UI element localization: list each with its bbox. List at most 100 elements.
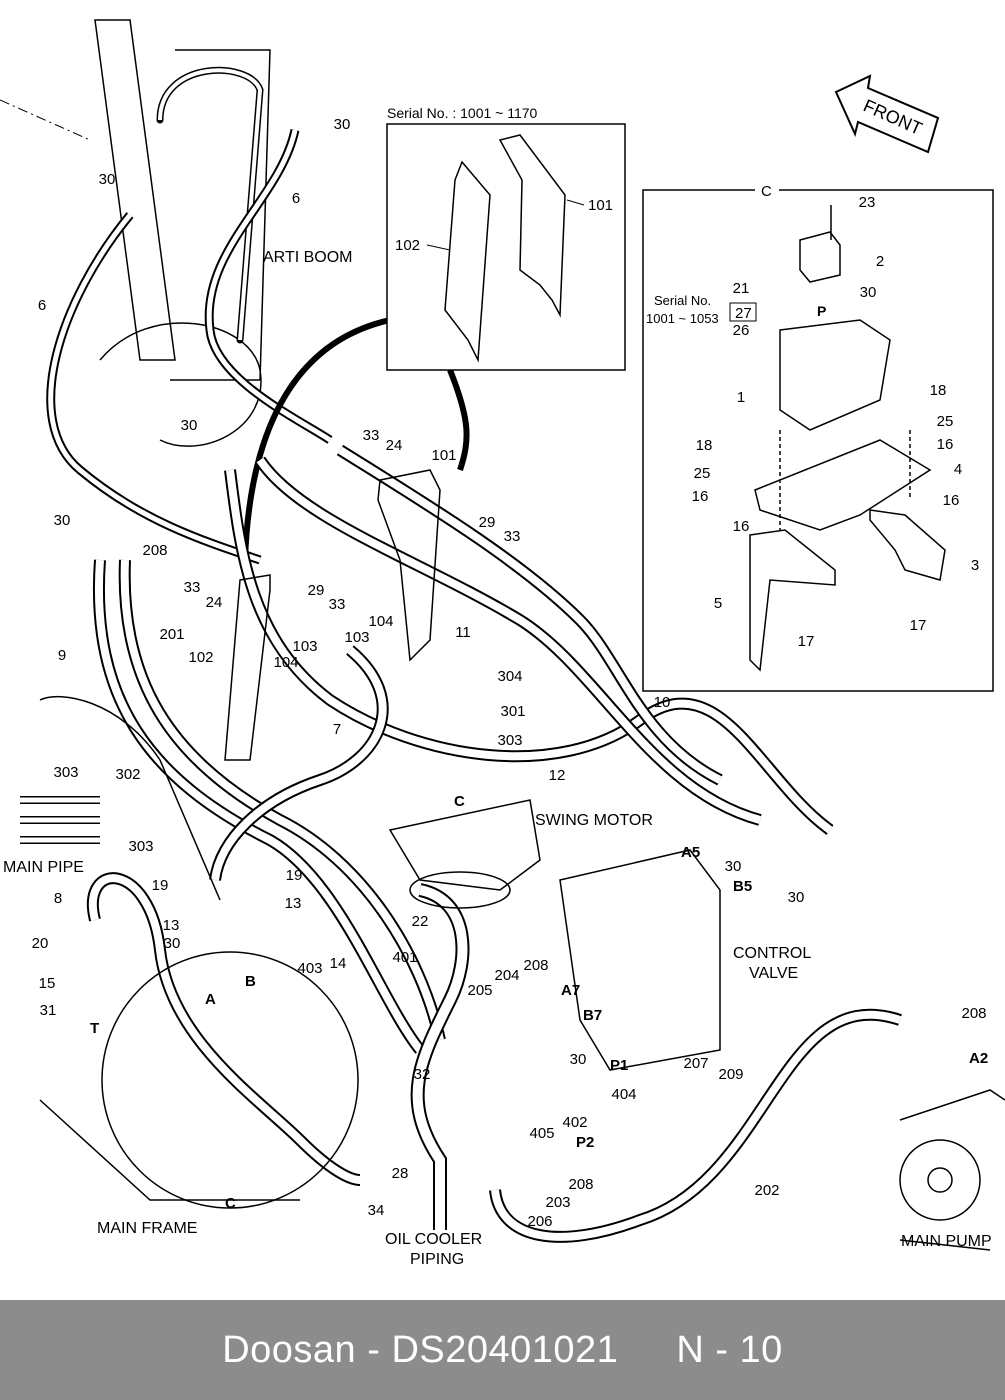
callout-28: 28 [392,1165,409,1182]
callout-5: 5 [714,595,722,612]
callout-16: 16 [943,492,960,509]
callout-10: 10 [654,694,671,711]
callout-14: 14 [330,955,347,972]
callout-19: 19 [152,877,169,894]
label-main-pipe: MAIN PIPE [3,859,84,876]
callout-29: 29 [308,582,325,599]
callout-3: 3 [971,557,979,574]
footer-page: N - 10 [676,1328,783,1371]
port-p1: P1 [610,1057,628,1074]
callout-17: 17 [910,617,927,634]
serial-inset-box [386,123,626,371]
callout-33: 33 [504,528,521,545]
callout-16: 16 [733,518,750,535]
callout-8: 8 [54,890,62,907]
callout-104: 104 [368,613,393,630]
callout-33: 33 [363,427,380,444]
hose-lines [0,19,1005,1251]
inset-brackets [444,134,566,363]
callout-11: 11 [455,624,471,641]
port-p2: P2 [576,1134,594,1151]
callout-205: 205 [467,982,492,999]
callout-26: 26 [733,322,750,339]
callout-20: 20 [32,935,49,952]
callout-202: 202 [754,1182,779,1199]
callout-303: 303 [128,838,153,855]
callout-16: 16 [937,436,954,453]
callout-24: 24 [206,594,223,611]
callout-21: 21 [733,280,750,297]
callout-301: 301 [500,703,525,720]
callout-204: 204 [494,967,519,984]
port-t: T [90,1020,99,1037]
footer-brand-part: Doosan - DS20401021 [222,1328,619,1371]
callout-103: 103 [292,638,317,655]
port-c-1: C [454,793,465,810]
callout-30: 30 [788,889,805,906]
front-arrow: FRONT [834,74,940,154]
callout-25: 25 [937,413,954,430]
callout-32: 32 [414,1066,431,1083]
callout-102: 102 [188,649,213,666]
footer-bar: Doosan - DS20401021 N - 10 [0,1300,1005,1400]
callout-31: 31 [40,1002,57,1019]
hydraulic-piping-diagram: Serial No. : 1001 ~ 1170 101 102 C Seria… [0,19,1005,1268]
callout-16: 16 [692,488,709,505]
callout-25: 25 [694,465,711,482]
detail-c-serial-1: Serial No. [654,293,711,308]
callout-208: 208 [142,542,167,559]
callout-104: 104 [273,654,298,671]
callout-209: 209 [718,1066,743,1083]
callout-30: 30 [725,858,742,875]
callout-34: 34 [368,1202,385,1219]
callout-402: 402 [562,1114,587,1131]
serial-part-27: 27 [735,305,752,322]
port-c-2: C [225,1195,236,1212]
label-oil-cooler-2: PIPING [410,1251,464,1268]
inset-part-102: 102 [395,237,420,254]
port-b: B [245,973,256,990]
callout-208: 208 [568,1176,593,1193]
callout-404: 404 [611,1086,636,1103]
callout-13: 13 [285,895,302,912]
callout-13: 13 [163,917,180,934]
label-main-frame: MAIN FRAME [97,1220,197,1237]
label-main-pump: MAIN PUMP [901,1233,992,1250]
callout-30: 30 [570,1051,587,1068]
callout-303: 303 [497,732,522,749]
part-callouts: 3030663030208332492011023324101293329331… [32,116,987,1230]
callout-302: 302 [115,766,140,783]
callout-1: 1 [737,389,745,406]
callout-2: 2 [876,253,884,270]
callout-401: 401 [392,949,417,966]
detail-c-title: C [761,183,772,200]
port-b7: B7 [583,1007,602,1024]
callout-33: 33 [329,596,346,613]
callout-101: 101 [431,447,456,464]
callout-206: 206 [527,1213,552,1230]
callout-208: 208 [961,1005,986,1022]
port-labels: A5 B5 A7 B7 P1 P2 A2 T A B C C [90,793,988,1212]
detail-c-parts [749,205,946,672]
callout-15: 15 [39,975,56,992]
callout-30: 30 [860,284,877,301]
port-b5: B5 [733,878,752,895]
callout-30: 30 [334,116,351,133]
callout-405: 405 [529,1125,554,1142]
label-control-valve-1: CONTROL [733,945,811,962]
detail-c-box [642,189,994,692]
label-control-valve-2: VALVE [749,965,798,982]
callout-403: 403 [297,960,322,977]
serial-inset-title: Serial No. : 1001 ~ 1170 [387,105,538,121]
callout-201: 201 [159,626,184,643]
label-swing-motor: SWING MOTOR [535,812,653,829]
inset-part-101: 101 [588,197,613,214]
callout-203: 203 [545,1194,570,1211]
callout-17: 17 [798,633,815,650]
port-p-label: P [817,303,826,319]
inset-callouts [426,199,585,251]
port-a7: A7 [561,982,580,999]
callout-6: 6 [38,297,46,314]
callout-303: 303 [53,764,78,781]
callout-23: 23 [859,194,876,211]
